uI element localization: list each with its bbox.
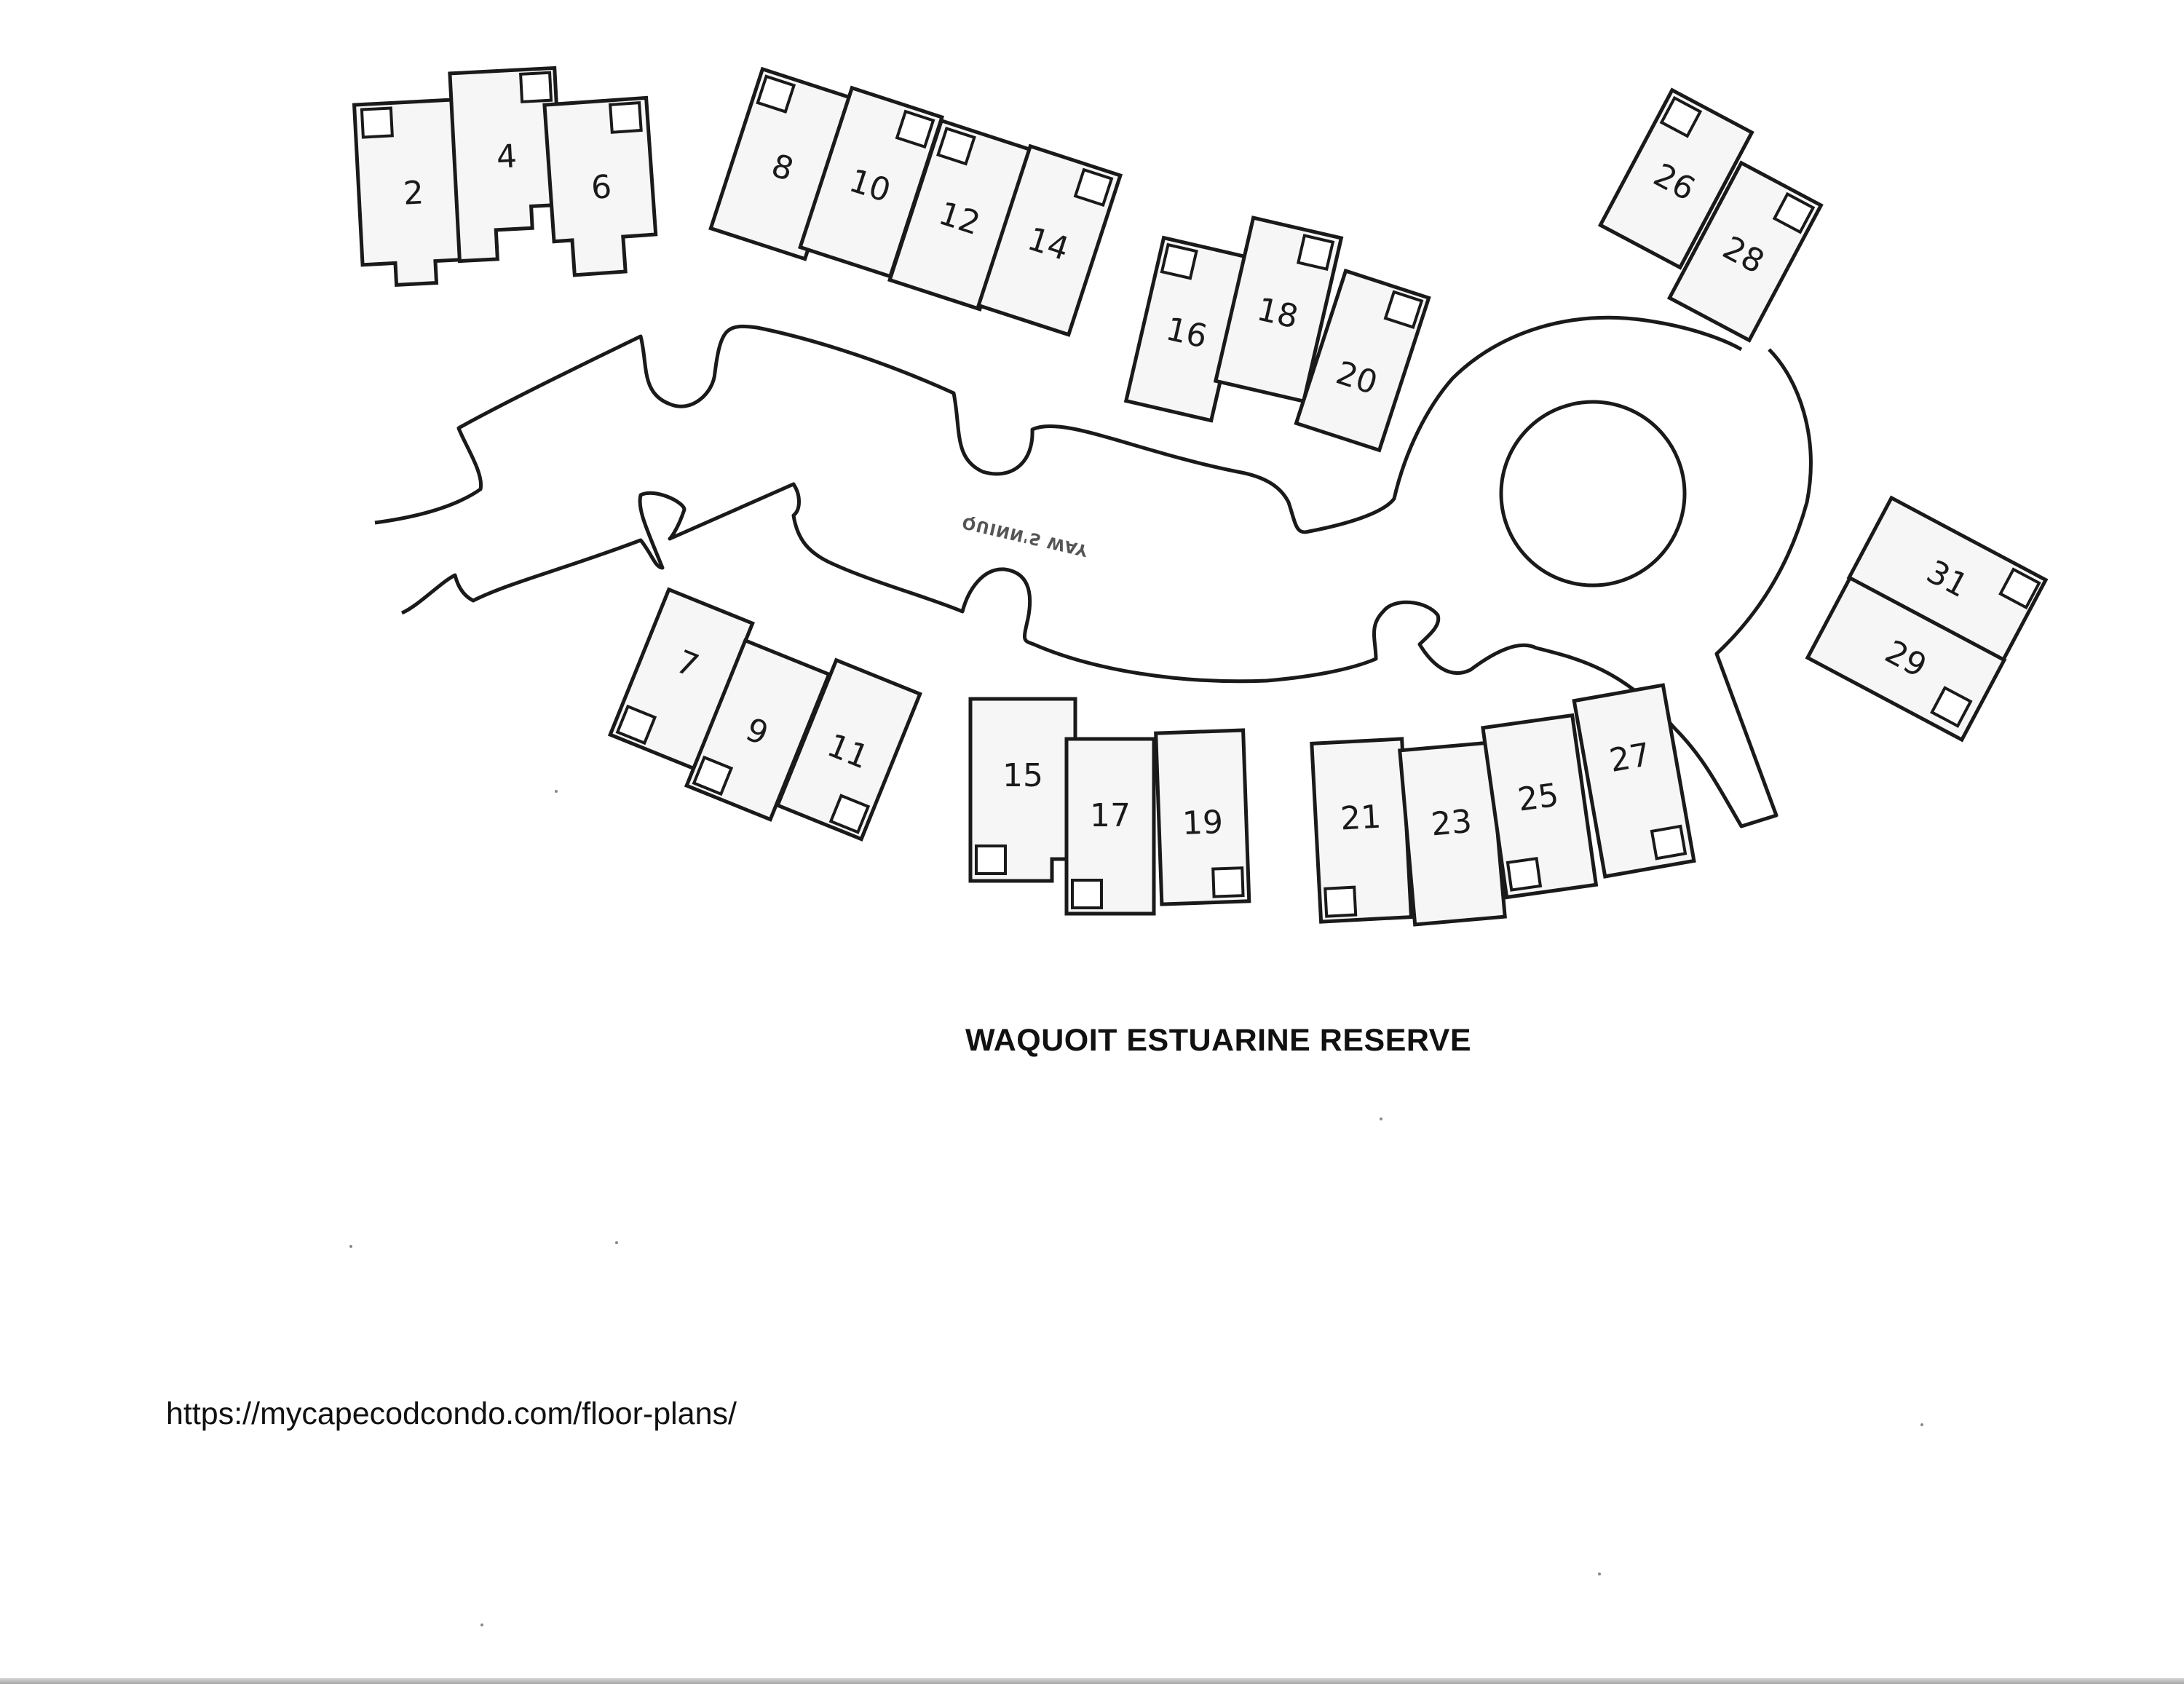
unit-building[interactable]: 19 bbox=[1154, 728, 1251, 906]
unit-building[interactable]: 17 bbox=[1064, 737, 1156, 916]
unit-number: 15 bbox=[1002, 757, 1043, 794]
source-url[interactable]: https://mycapecodcondo.com/floor-plans/ bbox=[166, 1396, 737, 1431]
unit-building[interactable]: 14 bbox=[976, 143, 1123, 337]
unit-building[interactable]: 18 bbox=[1213, 215, 1344, 404]
roundabout-island bbox=[1499, 400, 1687, 588]
unit-building[interactable]: 12 bbox=[887, 118, 1034, 312]
scan-speck bbox=[555, 790, 558, 793]
unit-building[interactable]: 21 bbox=[1310, 737, 1414, 924]
scan-speck bbox=[480, 1623, 483, 1626]
unit-building[interactable]: 27 bbox=[1572, 683, 1696, 879]
unit-building[interactable]: 23 bbox=[1398, 740, 1507, 927]
unit-number: 4 bbox=[496, 138, 518, 175]
road-outer-edge bbox=[374, 315, 1743, 534]
scan-speck bbox=[349, 1245, 352, 1248]
scan-speck bbox=[1920, 1423, 1923, 1426]
road-inner-edge bbox=[400, 348, 1813, 828]
unit-number: 23 bbox=[1430, 803, 1473, 844]
unit-number: 16 bbox=[1163, 310, 1211, 355]
unit-building[interactable]: 25 bbox=[1481, 713, 1599, 900]
unit-building[interactable]: 11 bbox=[775, 657, 922, 842]
unit-number: 6 bbox=[590, 168, 612, 207]
unit-number: 2 bbox=[403, 174, 425, 212]
unit-building[interactable]: 28 bbox=[1666, 160, 1824, 343]
unit-number: 27 bbox=[1607, 736, 1653, 780]
unit-number: 18 bbox=[1254, 290, 1302, 336]
unit-building[interactable]: 31 bbox=[1846, 495, 2049, 662]
unit-building[interactable]: 20 bbox=[1294, 268, 1431, 453]
unit-building[interactable]: 15 bbox=[968, 697, 1077, 883]
scan-speck bbox=[1598, 1573, 1601, 1575]
unit-building[interactable]: 9 bbox=[684, 638, 831, 822]
unit-number: 19 bbox=[1182, 804, 1224, 842]
unit-building[interactable]: 26 bbox=[1597, 87, 1754, 270]
unit-building[interactable]: 29 bbox=[1805, 575, 2007, 743]
unit-number: 17 bbox=[1090, 797, 1131, 834]
scan-speck bbox=[615, 1241, 618, 1244]
road-network bbox=[374, 315, 1813, 828]
street-label: QUINN'S WAY bbox=[961, 513, 1091, 559]
unit-number: 21 bbox=[1340, 799, 1382, 838]
unit-number: 25 bbox=[1516, 776, 1562, 818]
unit-building[interactable]: 6 bbox=[542, 95, 658, 277]
scan-speck bbox=[1380, 1118, 1382, 1120]
scan-bottom-edge bbox=[0, 1678, 2184, 1684]
reserve-label: WAQUOIT ESTUARINE RESERVE bbox=[965, 1023, 1472, 1058]
